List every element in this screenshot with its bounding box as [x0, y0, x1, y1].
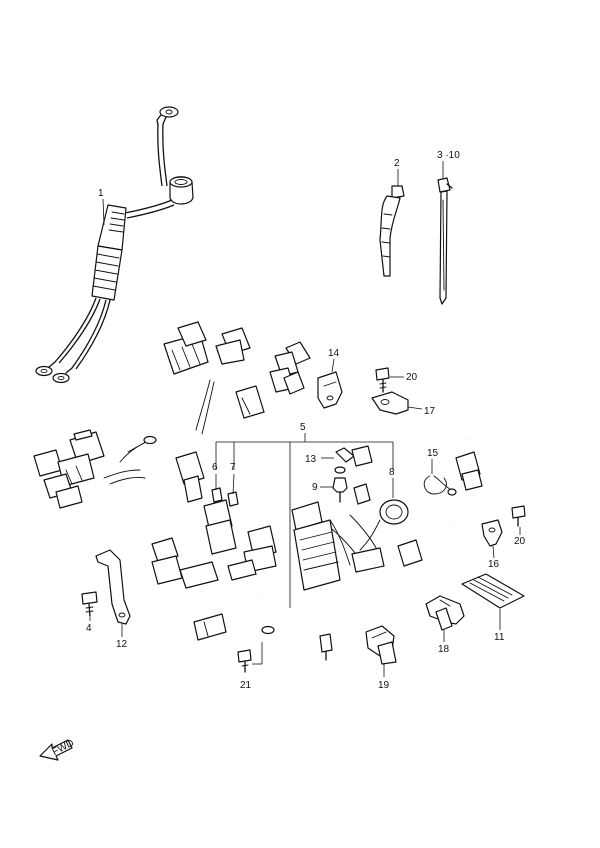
callout-16: 17 [424, 406, 436, 417]
cable-tie-clip-part: 2 [379, 158, 405, 277]
callout-4: 4 [86, 623, 92, 634]
main-wiring-harness [33, 321, 520, 661]
callout-2: 2 [394, 158, 400, 169]
callout-3-10: 3 ·10 [437, 150, 460, 161]
bracket-part-12: 12 4 [81, 549, 131, 650]
cable-tie-part: 3 ·10 [437, 150, 460, 305]
callout-13: 13 [305, 454, 317, 465]
callout-17: 15 [427, 448, 439, 459]
callout-9: 9 [312, 482, 318, 493]
callout-8: 8 [389, 467, 395, 478]
bolt-and-clamp-part: 20 17 [371, 367, 436, 417]
callout-19: 19 [378, 680, 390, 691]
callout-20-right: 20 [514, 536, 526, 547]
callout-15: 16 [488, 559, 500, 570]
fwd-arrow-icon: FWD [39, 738, 76, 761]
callout-1: 1 [98, 188, 104, 199]
harness-callout-bracket: 5 [215, 422, 394, 608]
clamp-part-18: 18 [425, 595, 465, 655]
clamp-part-14: 14 [317, 348, 343, 409]
small-valve-part: 9 [312, 466, 371, 505]
fwd-label: FWD [51, 738, 76, 758]
callout-14: 14 [328, 348, 340, 359]
label-sheet-part: 11 [461, 573, 525, 643]
callout-21: 21 [240, 680, 252, 691]
buzzer-part: 8 [359, 467, 409, 551]
clamp-part-19: 19 [365, 625, 397, 691]
callout-5: 5 [300, 422, 306, 433]
loop-tie-part: 15 [423, 448, 457, 496]
gasket-relay-part: 13 [305, 445, 373, 467]
callout-6: 6 [212, 462, 218, 473]
callout-7: 7 [230, 462, 236, 473]
callout-18: 18 [438, 644, 450, 655]
battery-cable-part: 1 [35, 106, 194, 384]
callout-20-top: 20 [406, 372, 418, 383]
callout-11: 11 [494, 632, 505, 643]
bracket-part-15: 16 20 [481, 505, 526, 570]
callout-12: 12 [116, 639, 128, 650]
bolt-part-21: 21 [237, 642, 263, 691]
